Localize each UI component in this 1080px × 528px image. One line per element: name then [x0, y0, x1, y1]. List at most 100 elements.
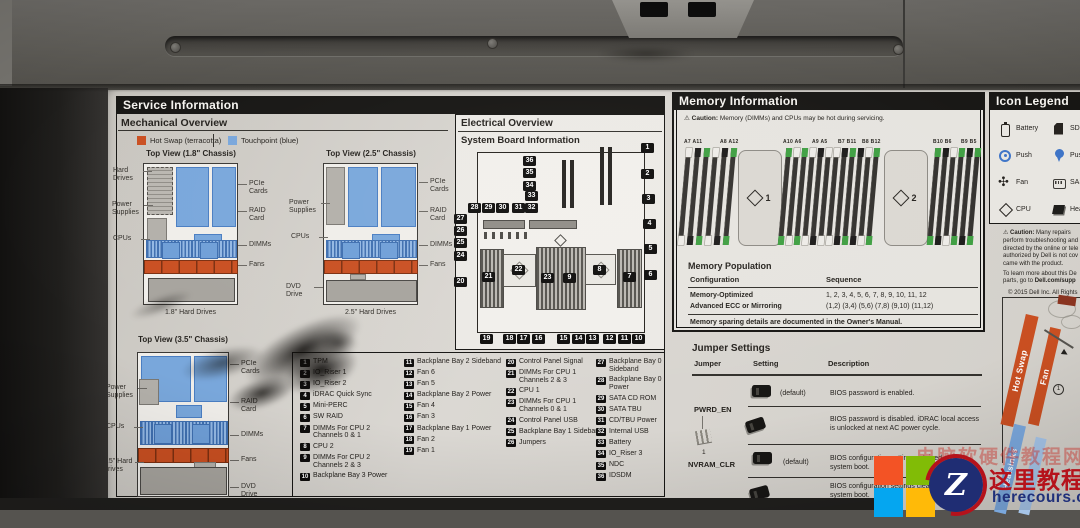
pcie-block — [176, 167, 209, 227]
legend-label: Control Panel USB — [519, 416, 578, 424]
board-callout-number: 14 — [572, 334, 585, 344]
legend-label: DIMMs For CPU 2 Channels 0 & 1 — [313, 424, 371, 440]
nvram-clr-label: NVRAM_CLR — [688, 460, 736, 469]
jumper-pins-sketch — [694, 428, 713, 446]
legend-label: IO_Riser 3 — [609, 449, 643, 457]
hot-swap-legend-swatch — [137, 136, 146, 145]
dimm-row — [146, 240, 237, 258]
pwrd-connector-line — [702, 416, 703, 429]
mechanical-rule — [118, 130, 448, 132]
hard-drive-bay — [148, 278, 235, 302]
legend-icon — [1052, 203, 1066, 217]
callout-power-supplies: Power Supplies — [106, 384, 147, 399]
board-callout-number: 10 — [632, 334, 645, 344]
dell-caution-line: authorized by Dell is not cov — [1003, 253, 1079, 260]
hard-drive-block — [147, 167, 173, 215]
legend-label: SATA CD ROM — [609, 394, 657, 402]
board-callout-number: 18 — [503, 334, 516, 344]
board-chips — [484, 232, 530, 239]
icon-legend-item: SAS — [1052, 169, 1080, 196]
jumper-row-rule-3 — [748, 477, 981, 478]
callout-cpus: CPUs — [113, 235, 150, 243]
callout-power-supplies: Power Supplies — [112, 201, 153, 216]
legend-label: DIMMs For CPU 2 Channels 2 & 3 — [313, 453, 371, 469]
advanced-ecc-sequence: (1,2) (3,4) (5,6) (7,8) (9,10) (11,12) — [826, 303, 934, 310]
callout-fans: Fans — [238, 261, 265, 268]
legend-number: 5 — [300, 402, 310, 411]
memory-optimized-label: Memory-Optimized — [690, 292, 754, 299]
legend-label: Backplane Bay 0 Power — [609, 376, 662, 392]
board-callout-number: 15 — [557, 334, 570, 344]
board-callout-number: 19 — [480, 334, 493, 344]
icon-legend-item: CPU — [998, 196, 1052, 223]
dimm-group-c — [926, 148, 981, 245]
icon-legend-item: Push — [998, 142, 1052, 169]
pcie-block — [212, 167, 236, 227]
icon-label: Fan — [1016, 179, 1029, 186]
board-callout-number: 28 — [468, 203, 481, 213]
callout-fans: Fans — [419, 261, 446, 268]
warning-icon: ⚠ — [1003, 230, 1011, 236]
dell-caution-line-1: ⚠ Caution: Many repairs — [1003, 230, 1071, 238]
icon-label: SAS — [1070, 179, 1080, 186]
legend-label: Fan 1 — [417, 446, 435, 454]
legend-label: Backplane Bay 1 Power — [417, 424, 492, 432]
legend-number: 32 — [596, 428, 606, 437]
lid-groove — [165, 36, 903, 56]
legend-label: Backplane Bay 2 Power — [417, 391, 492, 399]
legend-icon — [998, 174, 1012, 190]
legend-number: 35 — [596, 461, 606, 470]
lid-seam — [903, 0, 905, 88]
latch-slot — [688, 2, 716, 17]
icon-label: Push — [1016, 152, 1032, 159]
site-url: herecours.com — [992, 489, 1080, 506]
icon-label: Battery — [1016, 125, 1039, 132]
legend-number: 28 — [596, 376, 606, 385]
cpu-block — [154, 424, 172, 444]
fan-row — [144, 260, 238, 274]
legend-label: Fan 6 — [417, 369, 435, 377]
board-callout-number: 22 — [512, 265, 525, 275]
jumper-block-icon — [753, 452, 772, 464]
setting-column-header: Setting — [753, 359, 779, 368]
learn-more-line-1: To learn more about this De — [1003, 271, 1077, 277]
jumper-header-rule — [692, 374, 982, 376]
cpu-block — [342, 242, 360, 259]
raid-card-block — [176, 405, 202, 418]
copyright-line: © 2015 Dell Inc. All Rights — [1008, 290, 1078, 296]
board-callout-number: 13 — [586, 334, 599, 344]
board-callout-number: 2 — [641, 169, 654, 179]
fan-row — [324, 260, 418, 274]
callout-raid-card: RAID Card — [238, 207, 275, 222]
dimm-group-b — [777, 148, 880, 245]
board-callout-number: 11 — [618, 334, 631, 344]
legend-number: 26 — [506, 439, 516, 448]
legend-number: 11 — [404, 358, 414, 367]
legend-number: 12 — [404, 369, 414, 378]
legend-label: Backplane Bay 2 Sideband — [417, 358, 502, 365]
legend-label: TPM — [313, 358, 328, 365]
jumper-row-rule-2 — [748, 444, 981, 445]
legend-number: 33 — [596, 439, 606, 448]
electrical-overview-title: Electrical Overview — [461, 118, 553, 129]
legend-icon — [1052, 148, 1066, 163]
callout-hard-drives: Hard Drives — [113, 167, 152, 182]
advanced-ecc-label: Advanced ECC or Mirroring — [690, 303, 782, 310]
screw — [487, 38, 498, 49]
description-column-header: Description — [828, 359, 870, 368]
dimm-row — [326, 240, 417, 258]
view35-title: Top View (3.5" Chassis) — [138, 335, 228, 344]
legend-number: 15 — [404, 402, 414, 411]
board-connector — [529, 220, 577, 229]
label-top-shadow — [0, 84, 1080, 92]
